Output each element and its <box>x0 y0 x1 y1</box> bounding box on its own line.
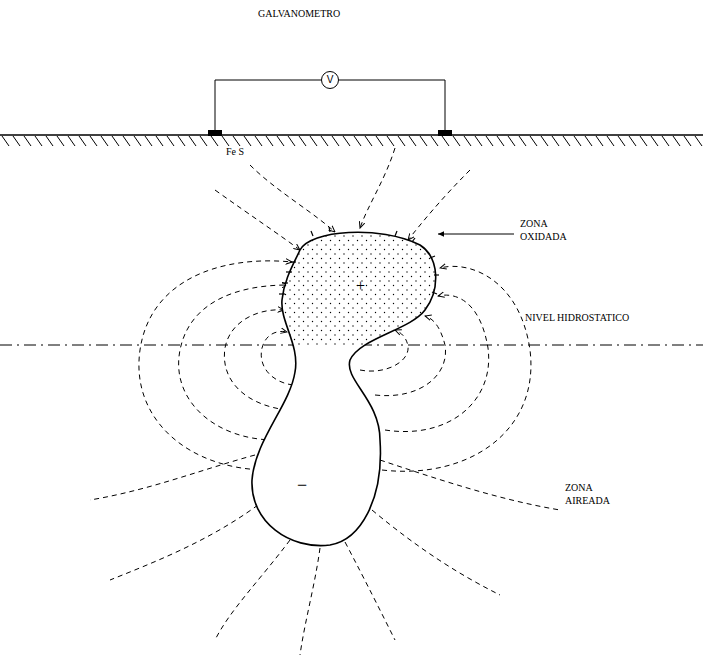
hatch-stroke <box>68 136 75 146</box>
hatch-stroke <box>365 136 372 146</box>
hatch-stroke <box>310 136 317 146</box>
hatch-stroke <box>508 136 515 146</box>
hatch-stroke <box>101 136 108 146</box>
hatch-stroke <box>79 136 86 146</box>
hatch-stroke <box>618 136 625 146</box>
hatch-stroke <box>145 136 152 146</box>
hatch-stroke <box>35 136 42 146</box>
hatch-stroke <box>288 136 295 146</box>
hatch-stroke <box>585 136 592 146</box>
hatch-stroke <box>112 136 119 146</box>
leader-arrow <box>438 234 514 235</box>
hatch-stroke <box>244 136 251 146</box>
electrode <box>208 130 222 136</box>
hatch-stroke <box>662 136 669 146</box>
hatch-stroke <box>464 136 471 146</box>
ground-surface <box>0 134 703 136</box>
polarity-sign: − <box>297 474 307 497</box>
hatch-stroke <box>189 136 196 146</box>
hatch-stroke <box>211 136 218 146</box>
hatch-stroke <box>167 136 174 146</box>
hatch-stroke <box>266 136 273 146</box>
zone-label: ZONA OXIDADA <box>520 218 592 243</box>
hatch-stroke <box>13 136 20 146</box>
current-lines <box>90 148 560 655</box>
hatch-stroke <box>343 136 350 146</box>
hatch-stroke <box>387 136 394 146</box>
hatch-stroke <box>233 136 240 146</box>
hatch-stroke <box>299 136 306 146</box>
hatch-stroke <box>398 136 405 146</box>
hatch-stroke <box>134 136 141 146</box>
title-label: GALVANOMETRO <box>258 8 340 21</box>
hatch-stroke <box>695 136 702 146</box>
hatch-stroke <box>90 136 97 146</box>
hatch-stroke <box>46 136 53 146</box>
hatch-stroke <box>596 136 603 146</box>
galvanometer-symbol: V <box>321 71 339 89</box>
hatch-stroke <box>673 136 680 146</box>
hatch-stroke <box>255 136 262 146</box>
mineral-label: Fe S <box>226 146 244 159</box>
hatch-stroke <box>321 136 328 146</box>
hatch-stroke <box>497 136 504 146</box>
hatch-stroke <box>409 136 416 146</box>
hatch-stroke <box>24 136 31 146</box>
hatch-stroke <box>57 136 64 146</box>
hatch-stroke <box>552 136 559 146</box>
hatch-stroke <box>640 136 647 146</box>
hatch-stroke <box>563 136 570 146</box>
hatch-stroke <box>277 136 284 146</box>
wire <box>215 80 321 130</box>
hatch-stroke <box>453 136 460 146</box>
hatch-stroke <box>178 136 185 146</box>
hatch-stroke <box>420 136 427 146</box>
hatch-stroke <box>684 136 691 146</box>
hatch-stroke <box>200 136 207 146</box>
hatch-stroke <box>530 136 537 146</box>
zone-label: ZONA AIREADA <box>565 482 637 507</box>
hatch-stroke <box>475 136 482 146</box>
water-table-label: NIVEL HIDROSTATICO <box>525 312 629 325</box>
ground-hatching <box>2 136 702 146</box>
hatch-stroke <box>222 136 229 146</box>
hatch-stroke <box>431 136 438 146</box>
hatch-stroke <box>607 136 614 146</box>
electrode <box>438 130 452 136</box>
hatch-stroke <box>629 136 636 146</box>
hatch-stroke <box>354 136 361 146</box>
meter-letter: V <box>327 75 334 85</box>
hatch-stroke <box>574 136 581 146</box>
hatch-stroke <box>2 136 9 146</box>
hatch-stroke <box>541 136 548 146</box>
hatch-stroke <box>486 136 493 146</box>
oxidized-stipple <box>252 232 436 345</box>
polarity-sign: + <box>356 276 365 296</box>
hatch-stroke <box>651 136 658 146</box>
hatch-stroke <box>156 136 163 146</box>
hatch-stroke <box>442 136 449 146</box>
hatch-stroke <box>376 136 383 146</box>
hatch-stroke <box>123 136 130 146</box>
hatch-stroke <box>332 136 339 146</box>
hatch-stroke <box>519 136 526 146</box>
ore-body <box>252 232 436 545</box>
wire <box>339 80 445 130</box>
